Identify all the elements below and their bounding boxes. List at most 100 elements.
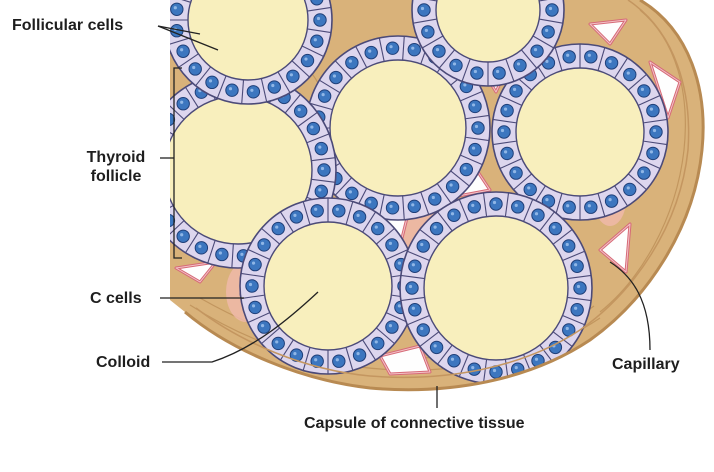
nucleus-highlight (420, 326, 424, 331)
nucleus-highlight (574, 263, 578, 267)
cell-border (552, 229, 573, 245)
follicular-cell-nucleus (513, 58, 527, 73)
cell-border (376, 327, 395, 345)
nucleus-highlight (471, 203, 475, 207)
nucleus-highlight (574, 306, 578, 310)
follicular-cell-nucleus (467, 362, 481, 376)
cell-border (482, 359, 488, 384)
label-colloid: Colloid (96, 354, 151, 371)
nucleus-highlight (356, 352, 360, 356)
nucleus-highlight (293, 213, 297, 217)
cell-border (505, 58, 515, 82)
cell-border (597, 193, 606, 217)
nucleus-highlight (471, 103, 476, 107)
cell-border (301, 45, 324, 57)
nucleus-highlight (260, 323, 265, 328)
follicular-cell-nucleus (352, 348, 367, 362)
cell-border (345, 347, 354, 371)
nucleus-highlight (208, 79, 213, 83)
cell-border (170, 122, 174, 135)
cell-border (400, 274, 425, 280)
cell-border (216, 75, 227, 99)
label-thyroid-line2: follicle (90, 168, 142, 185)
nucleus-highlight (389, 204, 393, 208)
cell-border (311, 178, 336, 183)
label-thyroid-follicle: Thyroid follicle (74, 148, 158, 186)
capillary-7 (598, 222, 632, 274)
follicular-cell-nucleus (429, 340, 444, 355)
capsule-edge (184, 0, 705, 392)
follicular-cell-nucleus (429, 221, 444, 236)
cell-border (261, 227, 280, 245)
follicular-cell-nucleus (562, 50, 576, 64)
nucleus-highlight (534, 357, 539, 361)
follicular-cell-nucleus (637, 84, 651, 98)
follicular-cell-nucleus (548, 340, 563, 355)
cell-border (231, 243, 234, 268)
follicular-cell-nucleus (649, 125, 663, 139)
follicular-cell-nucleus (432, 44, 446, 58)
follicular-cell-nucleus (332, 354, 346, 368)
cell-border (402, 195, 405, 220)
cell-border (277, 71, 291, 94)
cell-border (436, 183, 452, 204)
cell-border (419, 229, 440, 245)
colloid (515, 67, 645, 197)
follicular-cell-nucleus (371, 221, 385, 236)
nucleus-highlight (218, 251, 222, 255)
nucleus-highlight (251, 304, 256, 308)
nucleus-highlight (321, 93, 325, 97)
cell-border (307, 6, 332, 12)
follicular-cell-nucleus (289, 348, 304, 362)
nucleus-highlight (576, 284, 581, 289)
nucleus-highlight (474, 124, 479, 129)
cell-border (306, 133, 330, 144)
nucleus-highlight (565, 242, 569, 247)
follicular-cell-nucleus (623, 182, 637, 197)
leader-colloid (162, 291, 319, 363)
cell-border (482, 192, 488, 217)
follicular-cell-nucleus (570, 303, 584, 317)
nucleus-highlight (514, 203, 518, 207)
follicular-cell-nucleus (314, 184, 328, 199)
follicular-cell-nucleus (248, 257, 262, 272)
colloid (423, 215, 569, 361)
cell-border (170, 37, 191, 46)
cell-border (195, 66, 212, 87)
leader-capillary (609, 261, 651, 351)
cell-border (567, 296, 592, 302)
cell-border (552, 331, 573, 347)
follicular-cell-nucleus (471, 121, 485, 135)
nucleus-highlight (180, 48, 184, 52)
nucleus-highlight (533, 48, 538, 52)
follicular-cell-nucleus (447, 208, 461, 222)
follicular-cell-nucleus (470, 66, 484, 80)
nucleus-highlight (435, 48, 440, 52)
nucleus-highlight (608, 198, 612, 202)
cell-border (247, 248, 271, 260)
follicular-cell-nucleus (497, 125, 511, 139)
cell-border (637, 158, 661, 170)
follicular-cell-nucleus (511, 200, 525, 214)
cell-border (302, 347, 311, 371)
cell-border (407, 315, 430, 326)
cell-border (532, 35, 555, 49)
nucleus-highlight (608, 59, 612, 63)
nucleus-highlight (640, 169, 645, 174)
follicular-cell-nucleus (215, 247, 229, 262)
cell-border (539, 0, 563, 2)
leader-lines (157, 25, 651, 408)
nucleus-highlight (471, 366, 475, 370)
follicular-cell-nucleus (170, 112, 176, 127)
follicular-cell-nucleus (467, 200, 481, 214)
follicular-cell-nucleus (646, 146, 660, 161)
follicular-cell-nucleus (345, 55, 359, 70)
follicle-3 (239, 197, 417, 375)
nucleus-highlight (180, 233, 184, 237)
nucleus-highlight (356, 213, 360, 217)
follicular-cell-nucleus (407, 42, 421, 57)
cell-border (637, 94, 661, 106)
nucleus-highlight (155, 135, 158, 138)
cell-border (261, 327, 280, 345)
follicular-cell-nucleus (257, 238, 271, 252)
